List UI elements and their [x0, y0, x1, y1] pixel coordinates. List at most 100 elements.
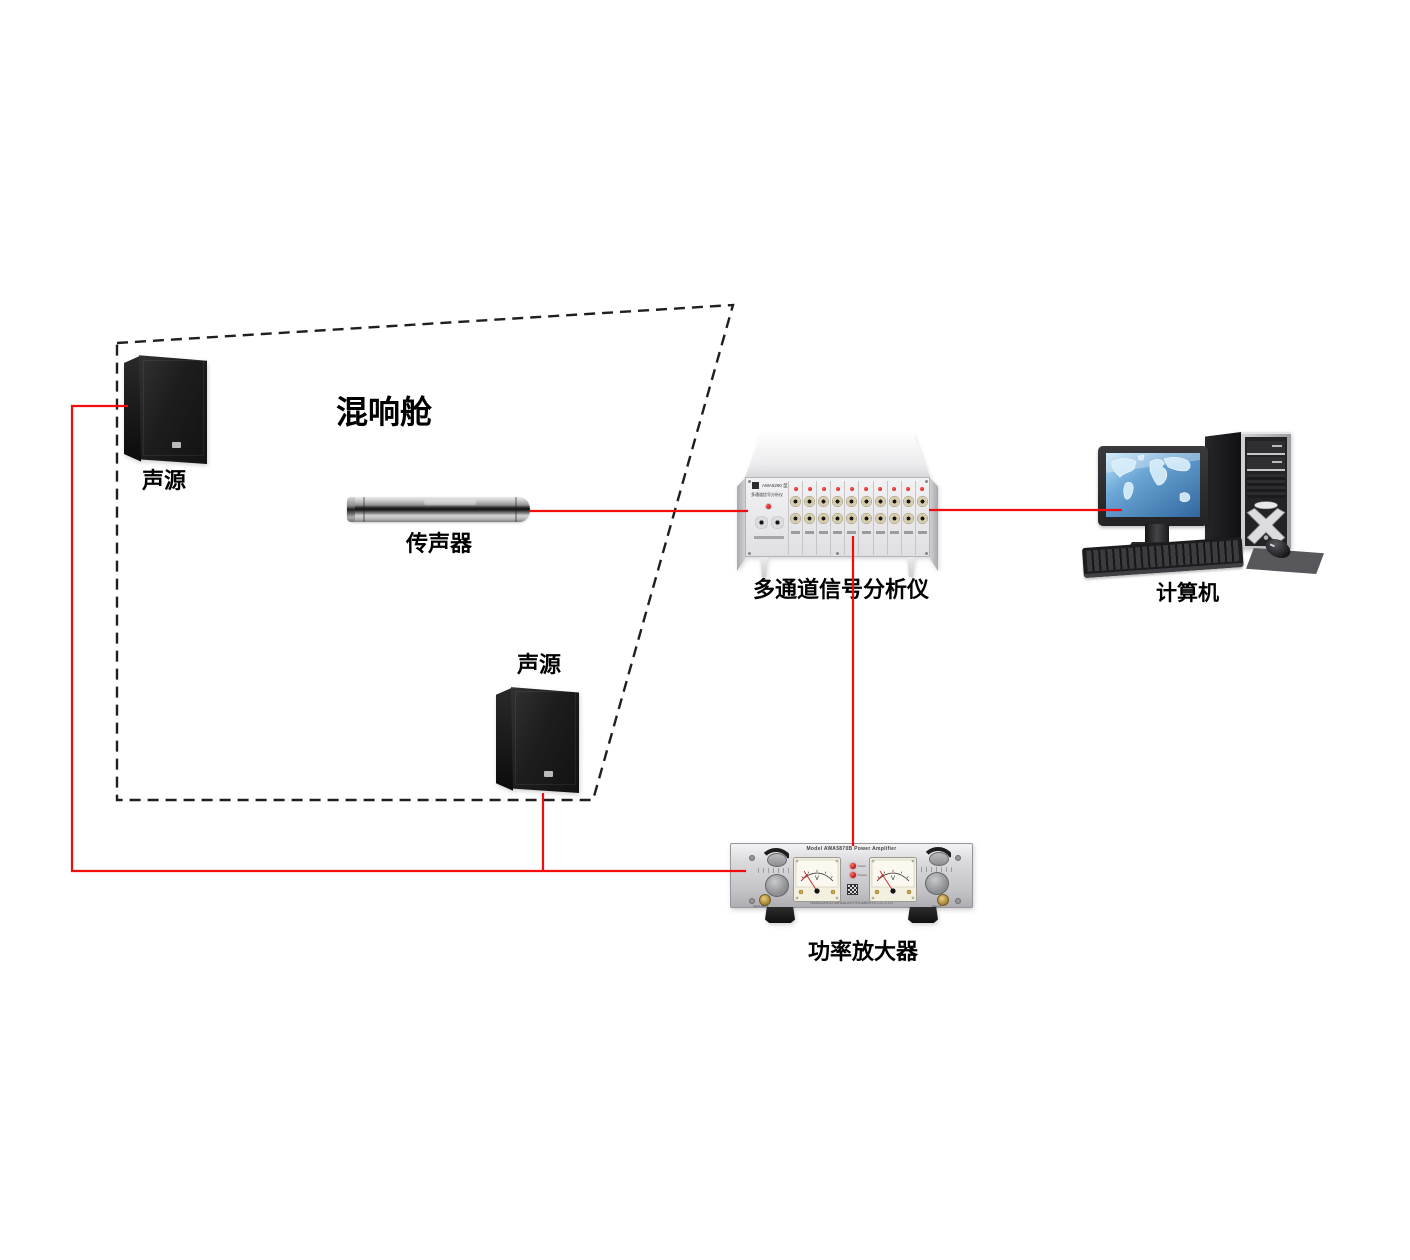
microphone-label: 传声器 — [406, 531, 473, 556]
analyzer-panel-caption-mark — [754, 536, 784, 539]
channel-connector-a — [832, 496, 844, 507]
screw-icon — [955, 898, 961, 904]
signal-analyzer: AWA6290 型 多通道信号分析仪 — [737, 432, 938, 578]
channel-led — [920, 487, 925, 491]
analyzer-label: 多通道信号分析仪 — [753, 577, 930, 602]
analyzer-front-panel: AWA6290 型 多通道信号分析仪 — [745, 477, 930, 557]
channel-led — [864, 487, 869, 491]
channel-led — [821, 487, 826, 491]
monitor-stand-neck — [1145, 524, 1169, 544]
analyzer-channel-7 — [872, 481, 887, 555]
channel-led — [835, 487, 840, 491]
analyzer-modules — [788, 481, 929, 555]
monitor-screen — [1106, 453, 1200, 517]
analyzer-channel-8 — [886, 481, 901, 555]
input2-label: Input 2 — [932, 904, 942, 908]
analyzer-logo — [752, 482, 759, 489]
channel-label-mark — [819, 531, 829, 534]
keyboard — [1081, 536, 1244, 578]
speaker-front-grille — [510, 687, 579, 793]
small-knob — [929, 852, 949, 866]
volume-knob-right — [925, 872, 949, 895]
analyzer-channel-5 — [844, 481, 858, 555]
channel-connector-a — [818, 496, 830, 507]
screw-icon — [925, 480, 928, 483]
speaker-bottom — [496, 685, 579, 793]
optical-drive-bay — [1247, 457, 1285, 471]
microphone-joint — [515, 497, 517, 522]
tower-front-panel — [1241, 432, 1291, 549]
channel-led — [849, 487, 854, 491]
tower-grille — [1247, 474, 1285, 498]
protect-led — [850, 872, 856, 878]
screw-icon — [925, 552, 928, 555]
analyzer-channel-9 — [900, 481, 915, 555]
screw-icon — [749, 855, 755, 861]
channel-connector-b — [832, 513, 844, 524]
tower-side-panel — [1205, 432, 1241, 549]
microphone-body — [347, 497, 530, 522]
channel-connector-a — [888, 496, 900, 507]
speaker-top-label: 声源 — [142, 468, 187, 493]
channel-connector-b — [818, 513, 830, 524]
computer-label: 计算机 — [1156, 582, 1219, 605]
speaker-logo — [171, 441, 181, 448]
channel-led — [793, 487, 798, 491]
knob-scale-arc — [921, 847, 955, 863]
analyzer-panel-name-text: 多通道信号分析仪 — [751, 492, 783, 497]
channel-connector-a — [916, 496, 928, 507]
analyzer-leg — [760, 557, 768, 577]
amplifier-maker-text: HANGZHOU AIHUA INSTRUMENTS CO.,LTD — [810, 900, 893, 905]
vu-meter-left: V — [793, 857, 841, 902]
channel-connector-b — [916, 513, 928, 524]
channel-connector-a — [846, 496, 858, 507]
analyzer-channel-6 — [858, 481, 872, 555]
channel-connector-b — [804, 513, 816, 524]
channel-label-mark — [833, 531, 843, 534]
input-connector-right — [937, 894, 949, 906]
speaker-top — [124, 353, 207, 464]
microphone-joint — [363, 497, 365, 522]
channel-connector-b — [860, 513, 872, 524]
amplifier-foot — [765, 907, 795, 923]
channel-label-mark — [889, 531, 899, 534]
channel-label-mark — [861, 531, 871, 534]
channel-label-mark — [917, 531, 927, 534]
channel-led — [892, 487, 897, 491]
amplifier-front-panel: Model AWA5870B Power Amplifier HANGZHOU … — [730, 843, 973, 908]
channel-connector-a — [902, 496, 914, 507]
optical-drive-bay — [1247, 441, 1285, 455]
analyzer-power-led — [766, 504, 771, 509]
protect-led-label: Protect — [858, 873, 867, 877]
analyzer-channel-3 — [816, 481, 830, 555]
channel-label-mark — [903, 531, 913, 534]
microphone-marking — [423, 500, 476, 505]
screw-icon — [836, 552, 839, 555]
analyzer-output-connector — [771, 516, 784, 529]
vu-meter-right: V — [869, 857, 917, 902]
channel-connector-b — [874, 513, 886, 524]
screw-icon — [748, 480, 751, 483]
speaker-logo — [543, 771, 553, 778]
channel-led — [807, 487, 812, 491]
input-connector-left — [759, 894, 771, 906]
channel-led — [878, 487, 883, 491]
chamber-label: 混响舱 — [336, 394, 433, 430]
channel-connector-b — [790, 513, 802, 524]
channel-led — [906, 487, 911, 491]
computer-group — [1081, 428, 1329, 582]
meter-unit-label: V — [815, 876, 819, 882]
channel-connector-a — [874, 496, 886, 507]
gain-tick-marks — [921, 867, 955, 872]
analyzer-channel-10 — [914, 481, 929, 555]
channel-label-mark — [791, 531, 801, 534]
channel-label-mark — [875, 531, 885, 534]
speaker-side-panel — [124, 355, 142, 462]
screw-icon — [748, 552, 751, 555]
amplifier-model-text: Model AWA5870B Power Amplifier — [806, 846, 897, 852]
channel-connector-b — [846, 513, 858, 524]
speaker-front-grille — [138, 355, 207, 464]
computer-tower — [1205, 432, 1291, 549]
